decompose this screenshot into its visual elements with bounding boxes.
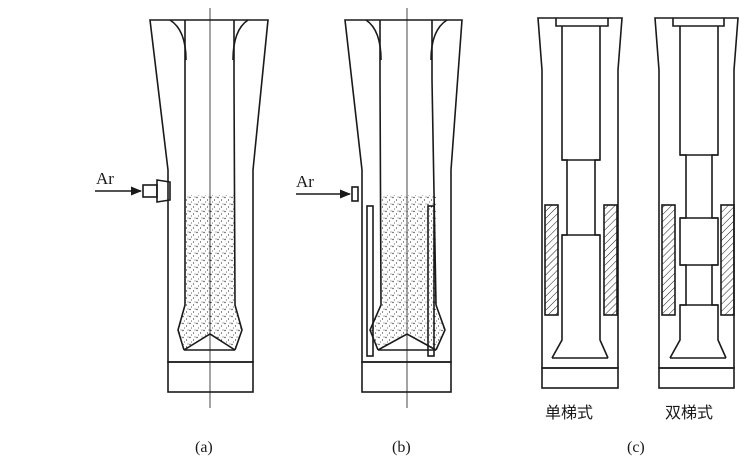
panel-b <box>296 8 463 408</box>
panel-c-double <box>654 17 739 389</box>
ar-label-b: Ar <box>296 172 314 191</box>
label-double-step: 双梯式 <box>665 403 713 422</box>
porous-slit-left <box>366 205 374 357</box>
porous-slit-right <box>427 205 435 357</box>
caption-a: (a) <box>195 439 213 456</box>
nozzle-a-bore-right <box>233 20 243 351</box>
label-single-step: 单梯式 <box>545 403 593 422</box>
caption-c: (c) <box>627 439 645 456</box>
panel-c-single <box>537 17 623 389</box>
ar-inlet-b <box>351 186 359 202</box>
ring-single-left <box>544 204 559 316</box>
ring-single-right <box>603 204 618 316</box>
ring-double-right <box>720 204 735 316</box>
panel-a <box>95 8 269 408</box>
caption-b: (b) <box>392 439 411 456</box>
ar-label-a: Ar <box>96 169 114 188</box>
nozzle-b-stipple <box>370 195 445 350</box>
nozzle-a-bore-left <box>177 19 186 351</box>
ring-double-left <box>661 204 676 316</box>
ar-inlet-a <box>142 184 158 198</box>
